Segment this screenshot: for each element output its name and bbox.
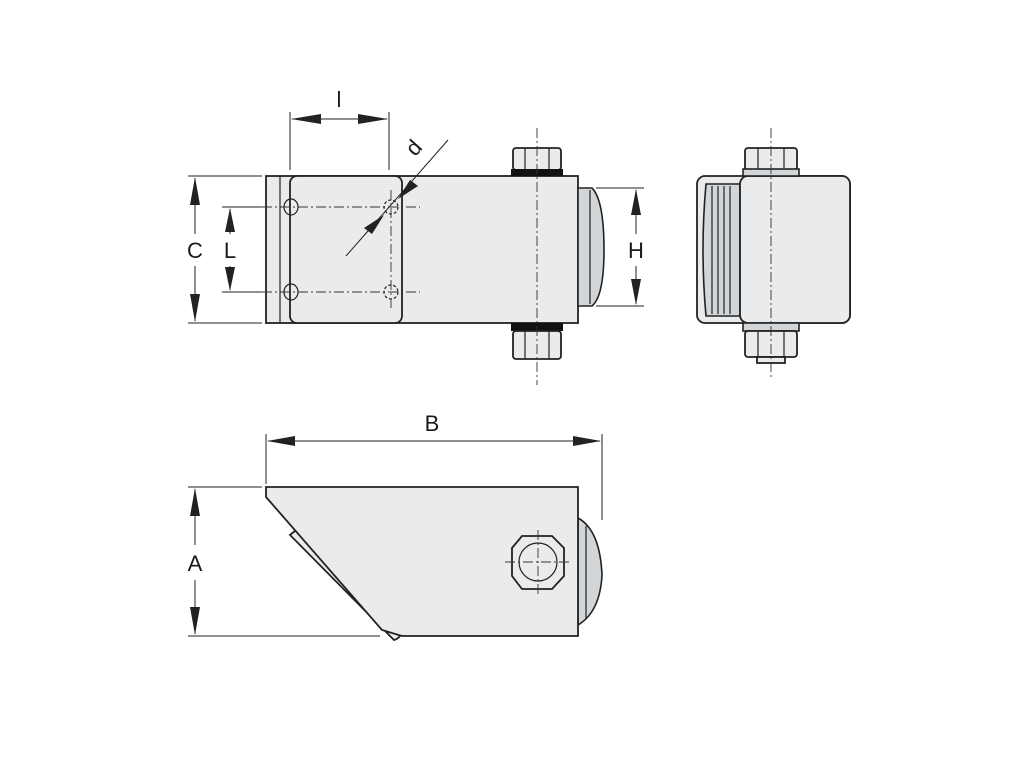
dim-d-arrow-lower	[364, 215, 384, 234]
dim-d-arrow-upper	[398, 180, 418, 199]
dim-H-label: H	[628, 238, 644, 263]
dim-B-arrow-right	[573, 436, 601, 446]
dim-d-label: d	[400, 135, 427, 161]
dim-A-arrow-top	[190, 488, 200, 516]
dim-B-label: B	[425, 411, 440, 436]
side-view-front-plate	[739, 175, 851, 324]
top-view-wheel	[577, 187, 605, 307]
top-view-mounting-plate	[289, 175, 403, 324]
side-view	[696, 128, 851, 380]
dim-C-arrow-bottom	[190, 294, 200, 322]
dim-C-arrow-top	[190, 177, 200, 205]
side-view-wheel	[702, 183, 741, 317]
dimension-C: C	[187, 175, 262, 324]
dim-L-arrow-top	[225, 208, 235, 232]
front-view	[265, 486, 603, 641]
dim-d-leader	[345, 139, 449, 257]
dim-A-label: A	[188, 551, 203, 576]
dim-H-arrow-top	[631, 189, 641, 215]
dim-l-label: l	[337, 87, 342, 112]
front-view-body	[265, 486, 579, 637]
dim-H-arrow-bottom	[631, 279, 641, 305]
dimension-B: B	[265, 411, 603, 520]
dim-C-label: C	[187, 238, 203, 263]
dim-B-arrow-left	[267, 436, 295, 446]
dim-l-arrow-left	[291, 114, 321, 124]
dim-A-arrow-bottom	[190, 607, 200, 635]
dimension-L: L	[222, 206, 262, 293]
dimension-H: H	[596, 187, 644, 307]
dim-L-arrow-bottom	[225, 267, 235, 291]
dim-L-label: L	[224, 238, 236, 263]
top-view	[262, 128, 605, 385]
dimension-l: l	[289, 87, 390, 170]
dim-l-arrow-right	[358, 114, 388, 124]
front-view-wheel	[577, 516, 603, 627]
dimension-A: A	[188, 486, 380, 637]
